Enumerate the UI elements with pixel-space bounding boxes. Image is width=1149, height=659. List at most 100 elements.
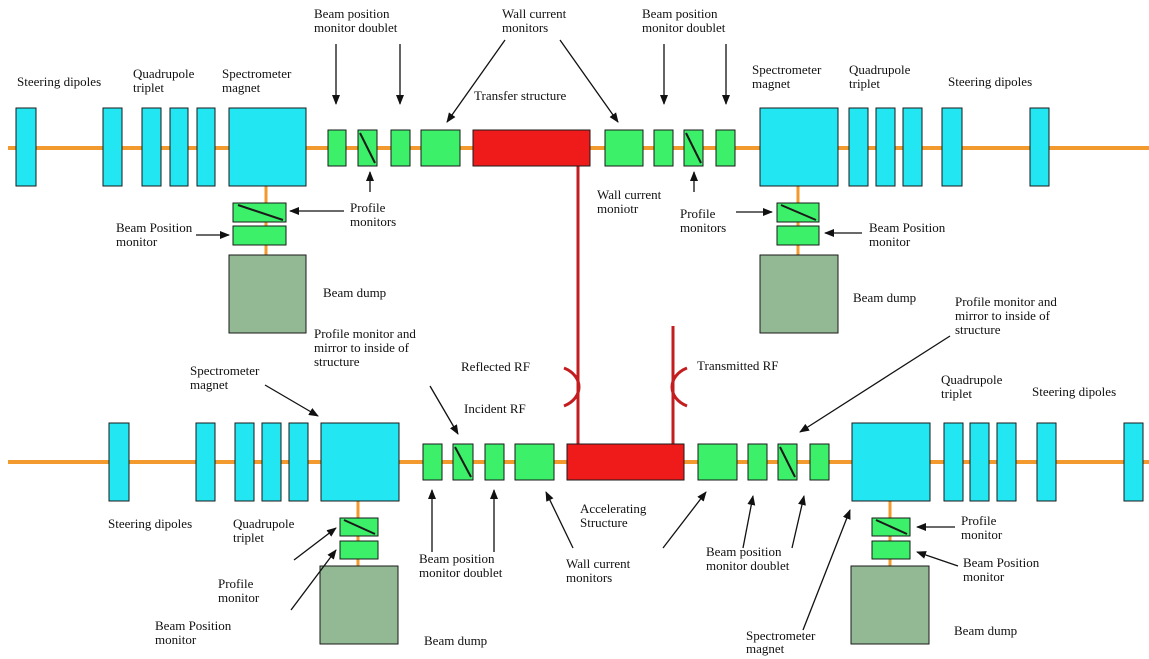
annotation-arrows [196, 39, 959, 631]
arrow [916, 551, 959, 567]
wall-current-monitor [514, 443, 555, 481]
steering-dipole [195, 422, 216, 502]
beam-position-monitor [422, 443, 443, 481]
wall-current-monitor [420, 129, 461, 167]
steering-dipole [1029, 107, 1050, 187]
transfer-structure [472, 129, 591, 167]
arrow [559, 39, 619, 123]
profile-monitor-mirror [343, 519, 376, 535]
lower-components [108, 422, 1144, 645]
quadrupole [169, 107, 189, 187]
label-beam-dump: Beam dump [853, 290, 916, 305]
rf-waveguides [563, 166, 688, 444]
quadrupole [996, 422, 1017, 502]
beam-position-monitor [327, 129, 347, 167]
quadrupole [141, 107, 162, 187]
beam-position-monitor [484, 443, 505, 481]
label-transfer-structure: Transfer structure [474, 88, 567, 103]
beam-dump [850, 565, 930, 645]
upper-components [15, 107, 1050, 334]
quadrupole [196, 107, 216, 187]
beam-position-monitor [232, 225, 287, 246]
spectrometer-magnet [759, 107, 839, 187]
label-steering-dipoles: Steering dipoles [108, 516, 192, 531]
arrow [802, 509, 851, 631]
spectrometer-magnet [851, 422, 931, 502]
quadrupole [969, 422, 990, 502]
profile-monitor-mirror [685, 132, 702, 164]
steering-dipole [108, 422, 130, 502]
rf-coupler-transmitted [670, 366, 688, 408]
beam-position-monitor [390, 129, 411, 167]
beam-position-monitor [747, 443, 768, 481]
label-beam-dump: Beam dump [424, 633, 487, 648]
label-transmitted-rf: Transmitted RF [697, 358, 779, 373]
beam-dump [759, 254, 839, 334]
arrow [662, 491, 707, 549]
arrow [264, 384, 319, 417]
quadrupole [875, 107, 896, 187]
beam-dump [228, 254, 307, 334]
profile-monitor-mirror [875, 519, 908, 535]
label-incident-rf: Incident RF [464, 401, 526, 416]
quadrupole [234, 422, 255, 502]
arrow [429, 385, 459, 435]
beam-position-monitor [809, 443, 830, 481]
arrow [742, 495, 756, 549]
steering-dipole [941, 107, 963, 187]
quadrupole [288, 422, 309, 502]
profile-monitor-mirror [237, 204, 284, 221]
quadrupole [261, 422, 282, 502]
arrow [446, 39, 506, 123]
quadrupole [902, 107, 923, 187]
quadrupole [848, 107, 869, 187]
arrow [791, 495, 806, 549]
beam-position-monitor [871, 540, 911, 560]
label-steering-dipoles: Steering dipoles [948, 74, 1032, 89]
spectrometer-magnet [320, 422, 400, 502]
label-reflected-rf: Reflected RF [461, 359, 530, 374]
quadrupole [943, 422, 964, 502]
profile-monitor-mirror [779, 446, 796, 478]
wall-current-monitor [604, 129, 644, 167]
arrow [545, 491, 574, 549]
steering-dipole [1123, 422, 1144, 502]
profile-monitor-mirror [359, 132, 376, 164]
steering-dipole [1036, 422, 1057, 502]
arrow [290, 549, 337, 611]
beam-position-monitor [715, 129, 736, 167]
profile-monitor-mirror [454, 446, 472, 478]
beam-dump [319, 565, 399, 645]
spectrometer-magnet [228, 107, 307, 187]
label-beam-dump: Beam dump [954, 623, 1017, 638]
beam-position-monitor [776, 225, 820, 246]
wall-current-monitor [697, 443, 738, 481]
